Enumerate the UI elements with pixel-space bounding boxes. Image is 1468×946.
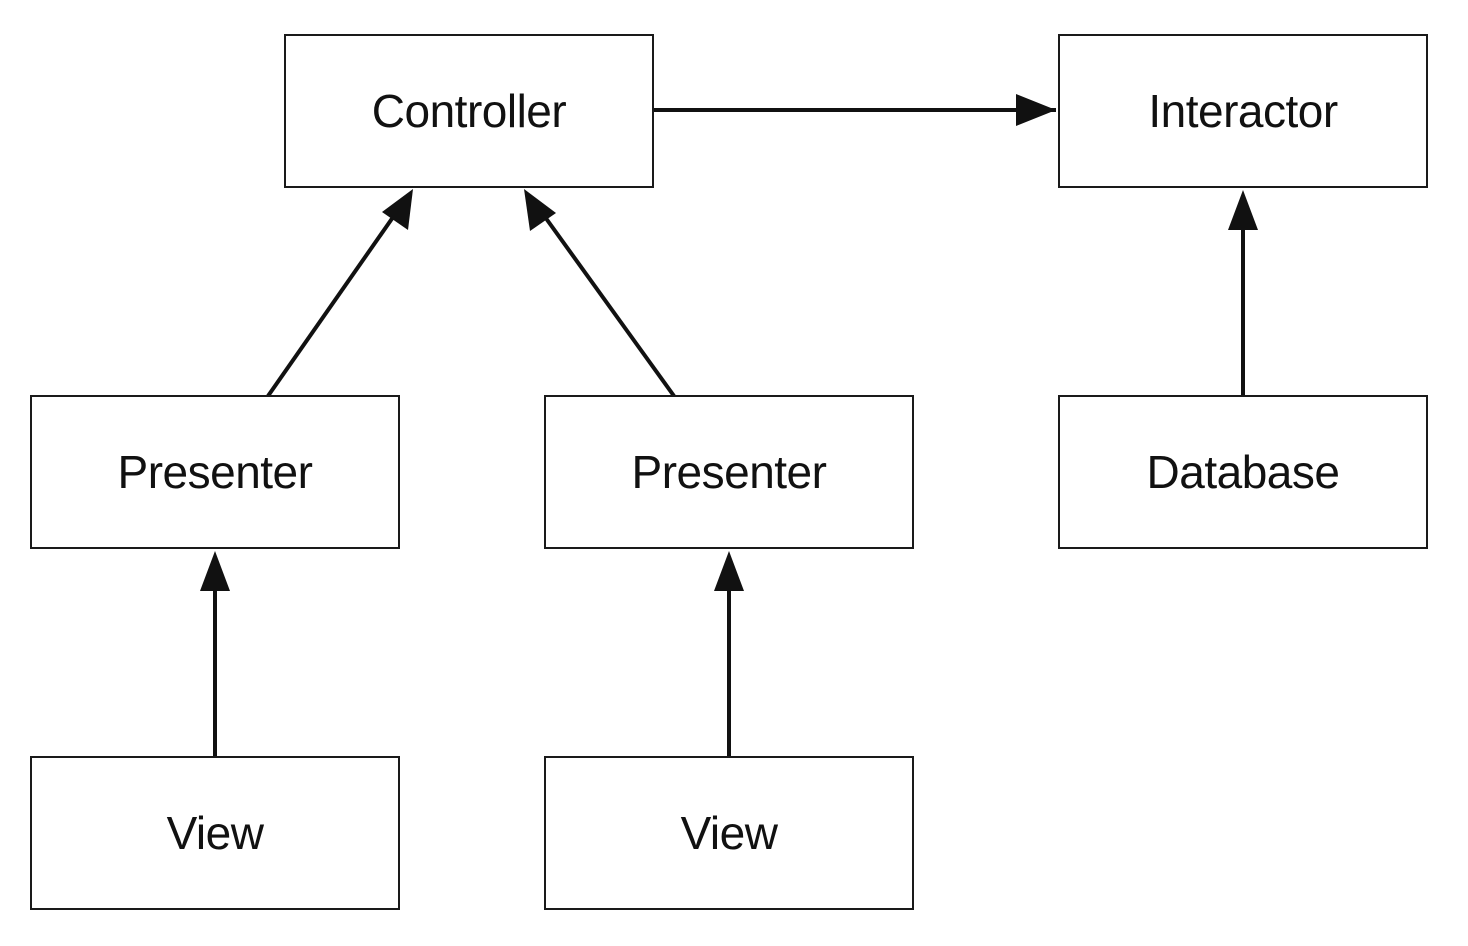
node-presenter-left: Presenter [30,395,400,549]
node-presenter-right: Presenter [544,395,914,549]
arrowhead-controller-left [382,189,413,230]
node-view-left-label: View [166,807,264,859]
node-interactor-label: Interactor [1148,85,1338,137]
node-database-label: Database [1146,446,1340,498]
node-controller: Controller [284,34,654,188]
node-view-left: View [30,756,400,910]
arrowhead-presenter-right-bottom [714,551,744,591]
node-presenter-left-label: Presenter [117,446,313,498]
node-presenter-right-label: Presenter [631,446,827,498]
edge-presenter-right-to-controller [538,208,676,398]
arrowhead-interactor-bottom [1228,190,1258,230]
arrowhead-interactor-left [1016,94,1056,126]
arrowhead-controller-right [524,189,556,231]
edge-presenter-left-to-controller [266,208,400,398]
node-view-right: View [544,756,914,910]
node-interactor: Interactor [1058,34,1428,188]
node-view-right-label: View [680,807,778,859]
arrowhead-presenter-left-bottom [200,551,230,591]
node-database: Database [1058,395,1428,549]
node-controller-label: Controller [371,85,567,137]
